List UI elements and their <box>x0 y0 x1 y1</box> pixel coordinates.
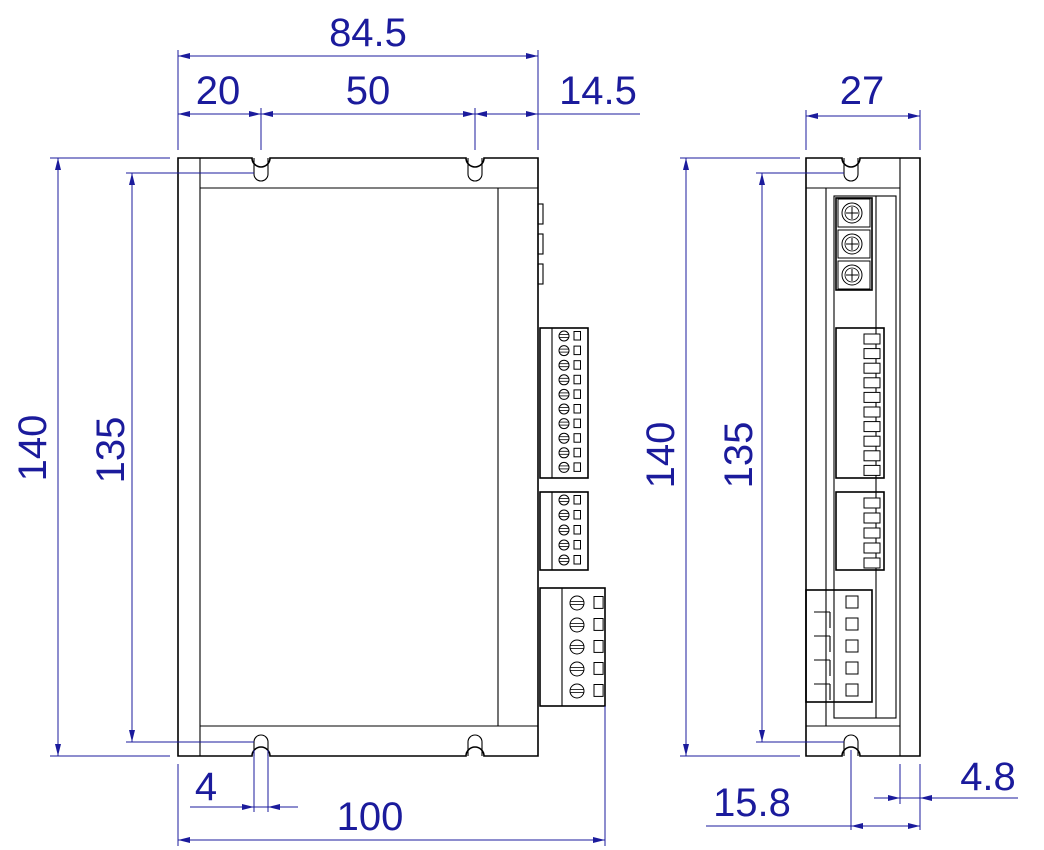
side-pin <box>863 527 881 539</box>
side-pin <box>845 595 859 609</box>
dim-side-edge-offset: 4.8 <box>960 755 1016 799</box>
pin-socket <box>573 374 581 385</box>
side-pin <box>863 557 881 569</box>
dim-side-hole-pitch-height: 135 <box>717 422 761 489</box>
side-pin <box>863 406 881 418</box>
side-pin <box>863 450 881 462</box>
pin-screw <box>558 374 570 386</box>
pin-socket <box>573 510 581 520</box>
side-slot-bottom <box>843 734 859 756</box>
pin-socket <box>593 684 604 697</box>
side-pin <box>845 639 859 653</box>
side-pin <box>863 391 881 403</box>
pin-socket <box>573 418 581 429</box>
pin-screw <box>558 509 570 521</box>
front-bump-3 <box>537 263 544 285</box>
front-slot-bottom-left <box>253 734 269 756</box>
pin-socket <box>573 447 581 458</box>
dim-hole-spacing: 50 <box>346 69 391 113</box>
side-connector-signal <box>835 327 885 479</box>
pin-socket <box>593 640 604 653</box>
pin-screw <box>569 661 585 677</box>
pin-screw <box>558 539 570 551</box>
pin-screw <box>569 639 585 655</box>
side-pin <box>863 362 881 374</box>
pin-screw <box>558 494 570 506</box>
pin-screw <box>558 418 570 430</box>
side-pin <box>863 435 881 447</box>
dim-overall-height: 140 <box>11 415 55 482</box>
pin-screw <box>569 683 585 699</box>
pin-screw <box>558 403 570 415</box>
side-pin <box>863 464 881 476</box>
pin-screw <box>558 345 570 357</box>
front-bump-2 <box>537 233 544 255</box>
pin-socket <box>573 433 581 443</box>
front-slot-top-right <box>467 158 483 182</box>
dim-slot-width: 4 <box>195 765 217 809</box>
front-housing-outline <box>177 157 539 757</box>
side-pin <box>863 512 881 524</box>
dim-total-depth: 100 <box>337 795 404 839</box>
pin-screw <box>558 461 570 473</box>
front-connector-signal <box>539 327 589 479</box>
side-screw-terminals <box>835 197 873 291</box>
side-pin <box>863 377 881 389</box>
pin-screw <box>558 432 570 444</box>
front-connector-control <box>539 491 589 571</box>
pin-socket <box>573 540 581 550</box>
front-slot-top-left <box>253 158 269 182</box>
side-pin <box>863 333 881 345</box>
pin-screw <box>569 595 585 611</box>
front-bump-1 <box>537 203 544 225</box>
side-pin <box>863 421 881 433</box>
side-pin <box>845 683 859 697</box>
pin-screw <box>558 524 570 536</box>
pin-socket <box>573 331 581 341</box>
side-pin <box>845 617 859 631</box>
dim-overall-width: 84.5 <box>329 11 407 55</box>
dim-side-width: 27 <box>840 69 885 113</box>
pin-socket <box>573 389 581 399</box>
pin-screw <box>558 554 570 566</box>
side-slot-top <box>843 158 859 182</box>
pin-socket <box>573 360 581 370</box>
front-view <box>177 157 606 757</box>
pin-screw <box>569 617 585 633</box>
side-pin <box>845 661 859 675</box>
side-pin <box>863 497 881 509</box>
front-dimensions: 84.5 20 50 14.5 140 135 4 <box>11 11 640 846</box>
pin-screw <box>558 330 570 342</box>
pin-socket <box>573 555 581 565</box>
side-dimensions: 27 140 135 15.8 4.8 <box>639 69 1018 830</box>
side-pin <box>863 542 881 554</box>
dim-hole-offset-left: 20 <box>196 69 241 113</box>
dim-hole-offset-right: 14.5 <box>559 69 637 113</box>
side-pin <box>863 348 881 360</box>
pin-socket <box>593 662 604 675</box>
pin-socket <box>573 345 581 356</box>
pin-socket <box>573 462 581 472</box>
side-connector-control <box>835 491 885 571</box>
front-connector-power <box>539 587 606 707</box>
side-view <box>805 157 921 757</box>
pin-screw <box>558 447 570 459</box>
dim-side-hole-offset: 15.8 <box>713 781 791 825</box>
dim-side-overall-height: 140 <box>639 422 683 489</box>
front-slot-bottom-right <box>467 734 483 756</box>
side-connector-power <box>805 589 873 703</box>
pin-socket <box>573 404 581 414</box>
pin-socket <box>593 596 604 609</box>
pin-screw <box>558 388 570 400</box>
dim-hole-pitch-height: 135 <box>89 417 133 484</box>
pin-screw <box>558 359 570 371</box>
side-board <box>833 195 897 719</box>
pin-socket <box>593 618 604 631</box>
pin-socket <box>573 525 581 535</box>
pin-socket <box>573 495 581 505</box>
